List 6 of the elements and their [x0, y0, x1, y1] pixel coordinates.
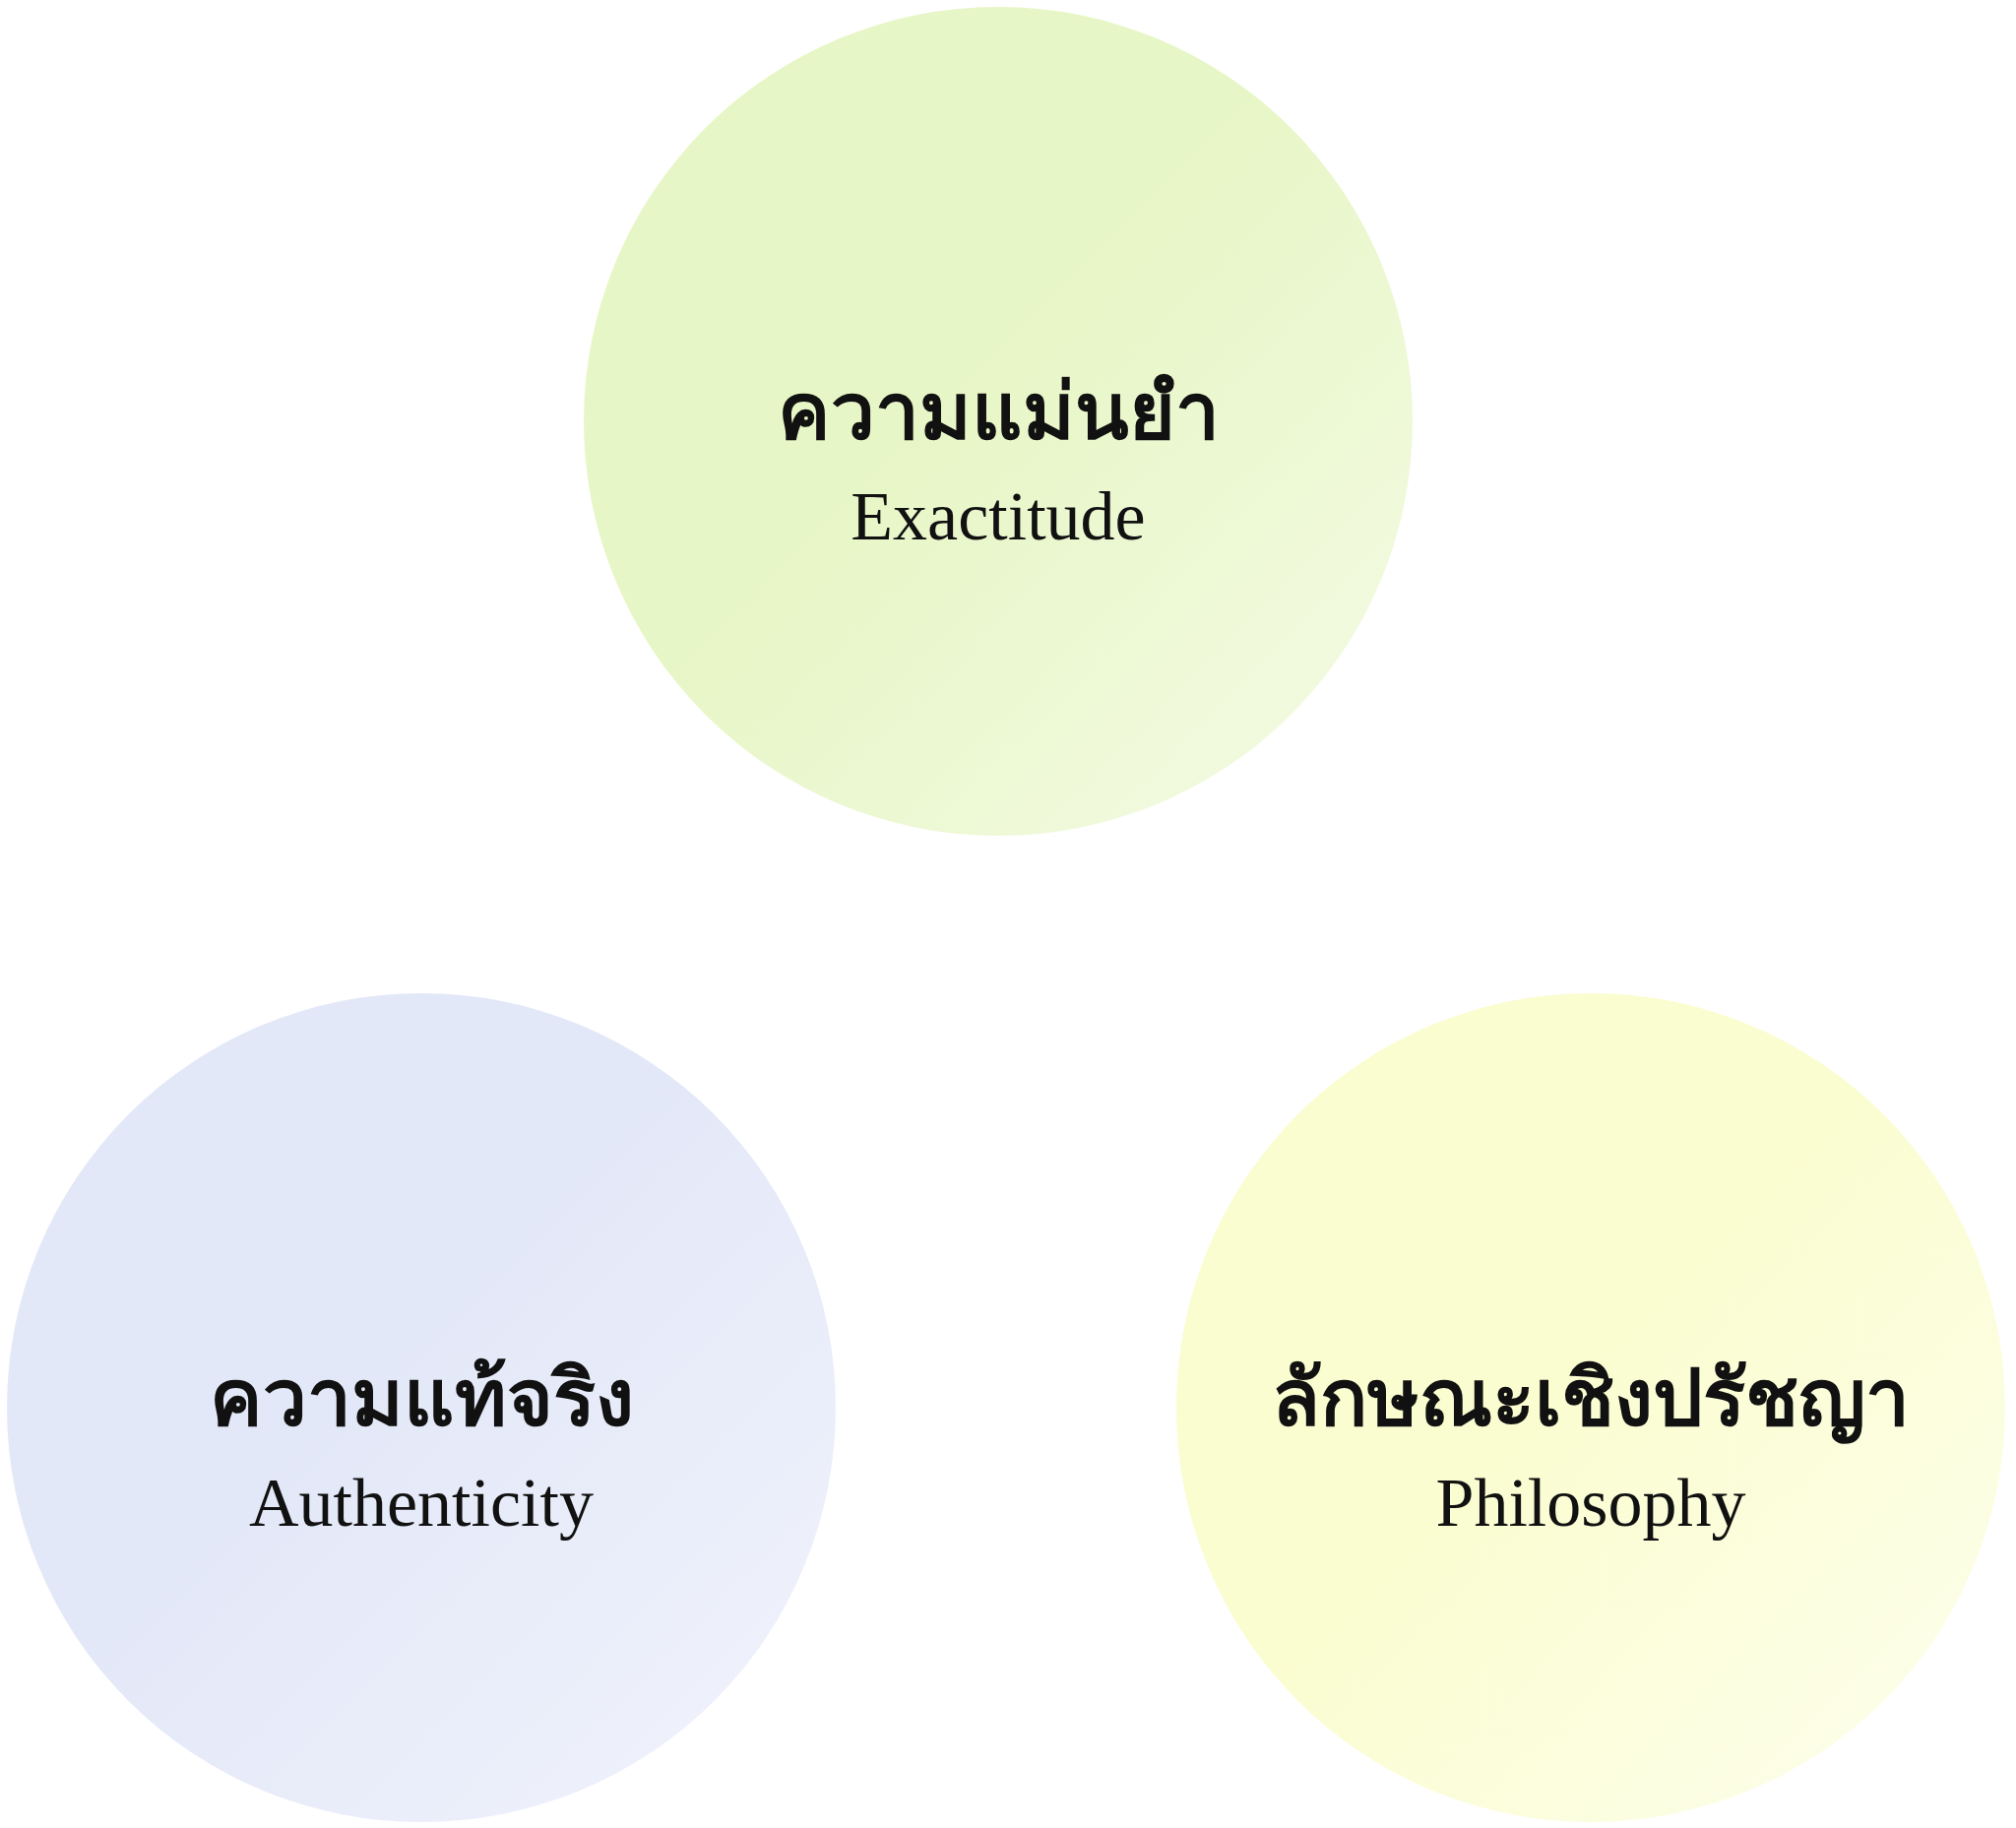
subtitle-text: Philosophy [1435, 1464, 1746, 1543]
title-text: ความแม่นยำ [777, 365, 1220, 460]
title-text: ลักษณะเชิงปรัชญา [1272, 1352, 1910, 1446]
subtitle-text: Exactitude [850, 477, 1146, 556]
title-text: ความแท้จริง [209, 1352, 634, 1446]
subtitle-text: Authenticity [249, 1464, 594, 1543]
